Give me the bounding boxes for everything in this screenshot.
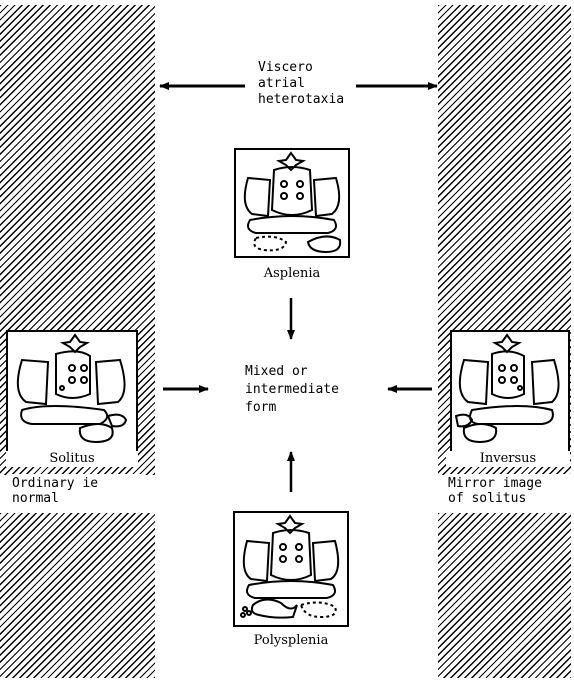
- inversus-label: Inversus: [446, 451, 570, 467]
- solitus-panel: [6, 330, 138, 454]
- mixed-line-2: intermediate: [245, 381, 339, 399]
- polysplenia-label: Polysplenia: [233, 633, 349, 649]
- asplenia-label: Asplenia: [234, 266, 350, 282]
- mixed-form-label: Mixed or intermediate form: [245, 363, 339, 417]
- inversus-note-line-1: Mirror image: [448, 476, 570, 491]
- asplenia-panel: [234, 148, 350, 258]
- heterotaxia-line-3: heterotaxia: [258, 92, 344, 108]
- polysplenia-organs-drawing: [235, 513, 347, 625]
- solitus-note: Ordinary ie normal: [8, 474, 144, 508]
- asplenia-organs-drawing: [236, 150, 348, 256]
- inversus-organs-drawing: [452, 332, 568, 452]
- mixed-line-3: form: [245, 399, 339, 417]
- heterotaxia-line-2: atrial: [258, 76, 344, 92]
- solitus-note-line-1: Ordinary ie: [12, 476, 140, 491]
- solitus-organs-drawing: [8, 332, 136, 452]
- inversus-note-line-2: of solitus: [448, 491, 570, 506]
- inversus-note: Mirror image of solitus: [446, 474, 572, 508]
- mixed-line-1: Mixed or: [245, 363, 339, 381]
- inversus-panel: [450, 330, 570, 454]
- solitus-note-line-2: normal: [12, 491, 140, 506]
- solitus-label: Solitus: [6, 451, 138, 467]
- heterotaxia-line-1: Viscero: [258, 60, 344, 76]
- heterotaxia-label: Viscero atrial heterotaxia: [258, 60, 344, 108]
- polysplenia-panel: [233, 511, 349, 627]
